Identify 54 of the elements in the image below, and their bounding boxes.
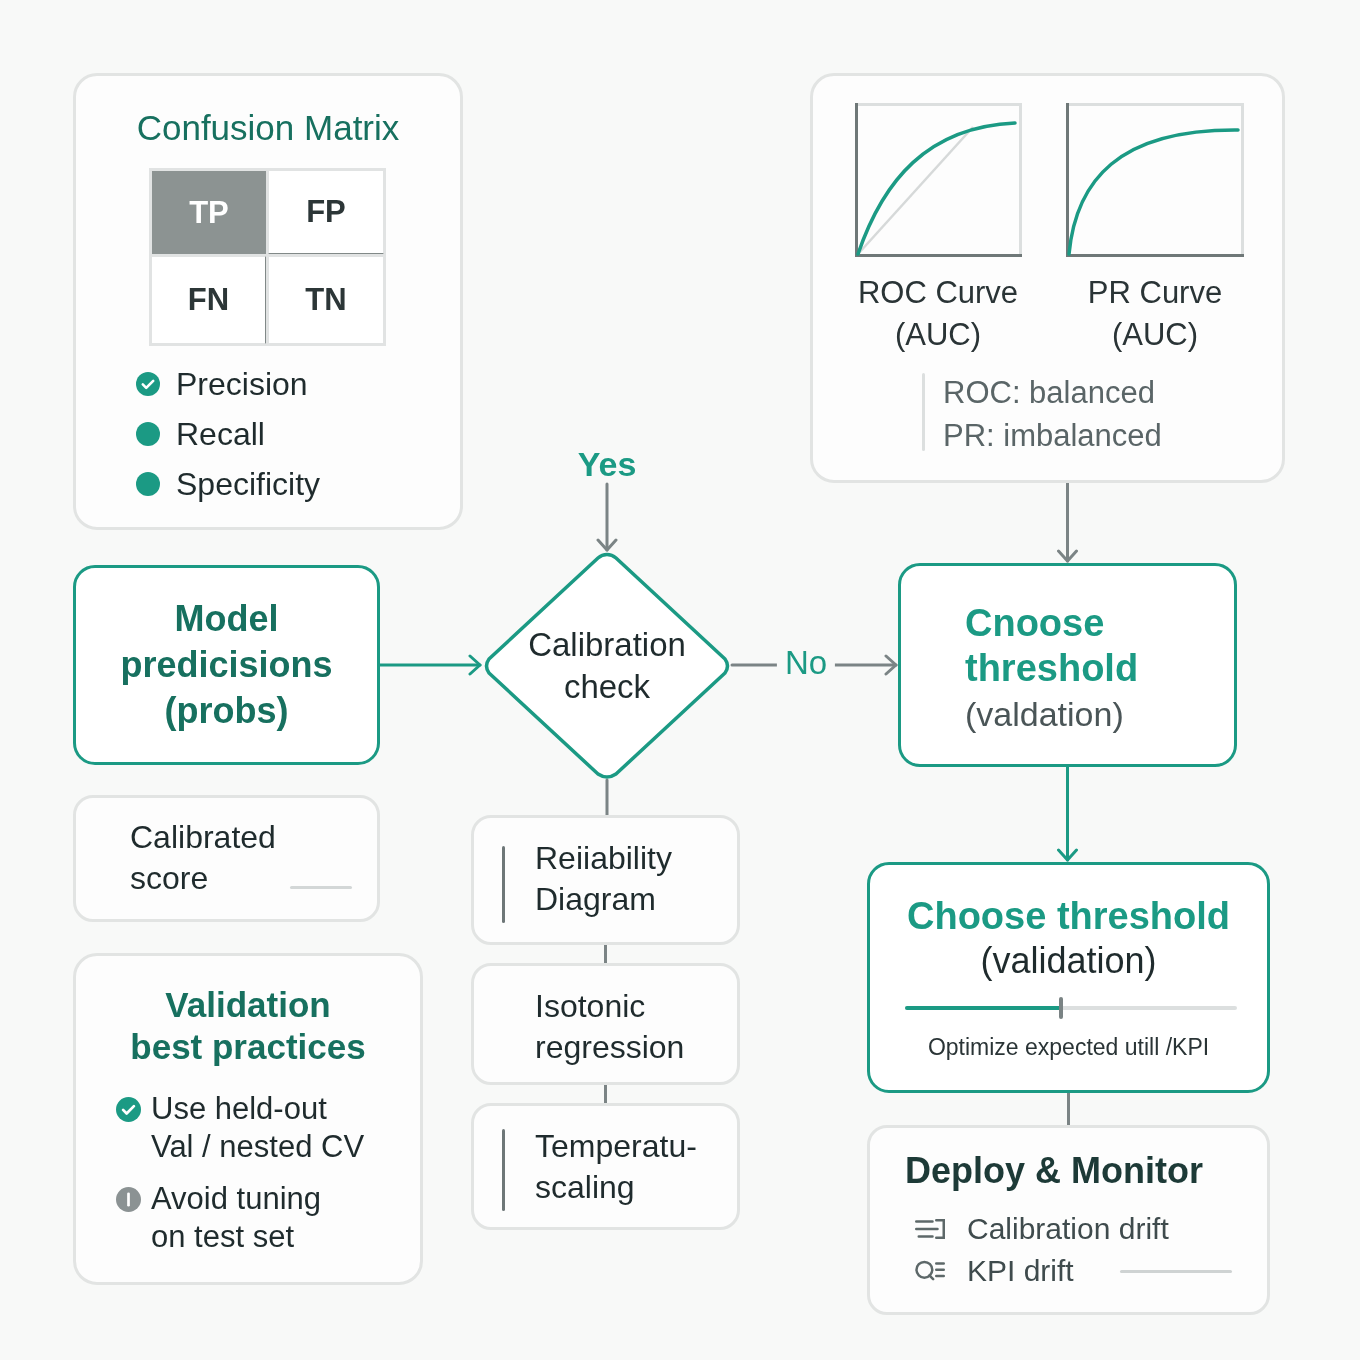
caption-text: Optimize expected utill /KPI [926,1033,1211,1062]
note-text: PR: imbalanced [943,417,1162,455]
info-card [73,73,463,530]
matrix-cell [149,168,269,257]
connector-line [1067,1091,1070,1127]
chart-caption: PR Curve (AUC) [1086,274,1224,354]
arrow [1057,765,1078,862]
arrow [1057,481,1078,563]
cell-label: TN [305,282,347,318]
method-box [471,815,740,945]
box-label: Reiiability Diagram [535,839,673,919]
method-box [471,963,740,1085]
cell-label: TP [189,194,229,231]
list-item-text: KPI drift [967,1253,1074,1289]
connector-line [605,778,609,817]
note-text: ROC: balanced [943,374,1156,412]
box-label: Temperatu- scaling [535,1127,698,1207]
matrix-cell [266,168,386,257]
box-title: Cnoose threshold [965,601,1140,691]
cell-label: FP [306,194,346,230]
chart-caption: ROC Curve (AUC) [856,274,1020,354]
matrix-cell [266,254,386,346]
list-item-text: Precision [176,365,308,404]
monitor-box [867,1125,1270,1315]
box-subtitle: (validation) [979,939,1158,983]
method-box [471,1103,740,1230]
list-item-text: Specificity [176,465,321,504]
connector-line [604,1083,607,1105]
card-title: Validation best practices [129,984,367,1068]
box-label: Calibrated score [130,818,276,898]
decision-label: Calibration check [527,625,687,707]
box-title: Deploy & Monitor [905,1150,1203,1192]
info-card [73,953,423,1285]
box-label: Isotonic regression [535,987,686,1067]
process-box [867,862,1270,1093]
process-box [898,563,1237,767]
list-item-text: Recall [176,415,265,454]
arrow [596,482,618,552]
list-item-text: Use held-out Val / nested CV [151,1090,366,1166]
branch-label: Yes [566,444,648,484]
decision-diamond [482,552,732,780]
output-box [73,795,380,922]
matrix-cell [149,254,269,346]
box-label: Model predicisions (probs) [119,597,334,733]
process-box [73,565,380,765]
connector-line [604,943,607,965]
card-title: Confusion Matrix [135,107,401,149]
list-item-text: Avoid tuning on test set [151,1180,323,1256]
arrow [378,654,482,676]
box-title: Choose threshold [906,894,1231,939]
info-card [810,73,1285,483]
box-subtitle: (valdation) [965,694,1125,735]
list-item-text: Calibration drift [967,1211,1169,1247]
cell-label: FN [187,282,230,318]
